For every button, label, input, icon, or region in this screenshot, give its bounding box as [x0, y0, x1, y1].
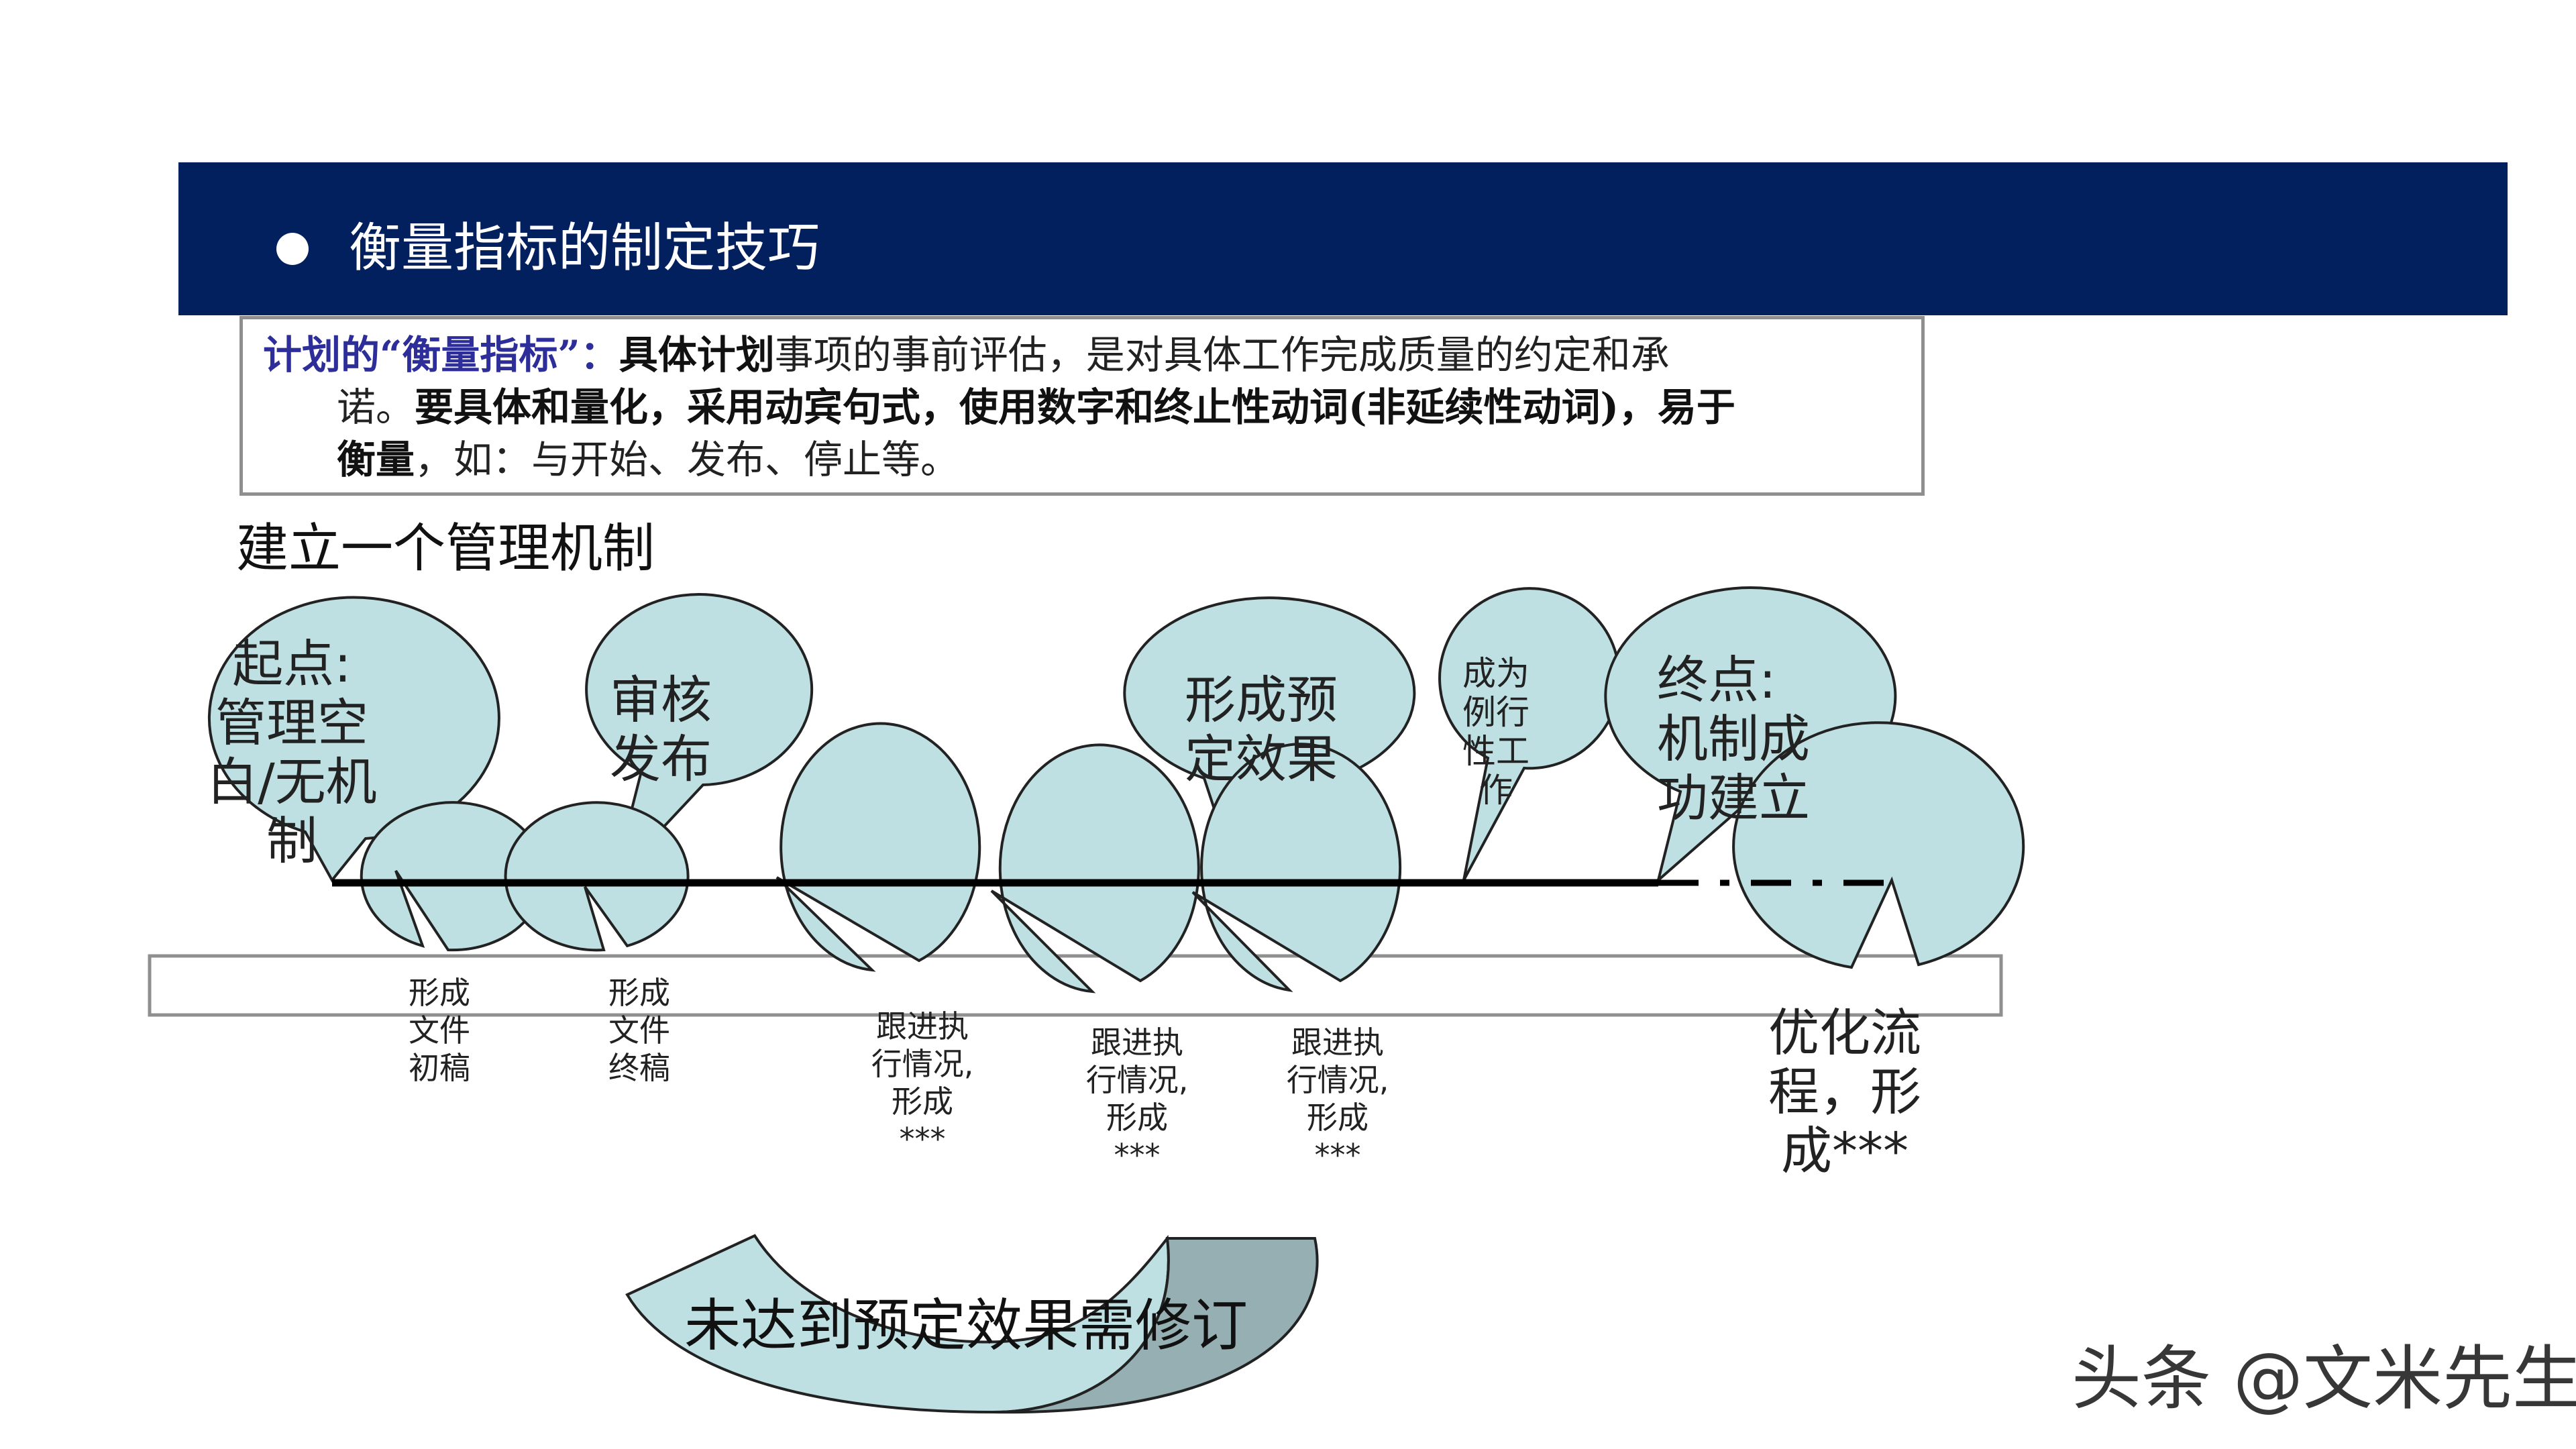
bubble-track-3 — [1191, 743, 1402, 992]
bubble-effect — [1123, 596, 1416, 884]
phase-band — [148, 954, 2003, 1017]
definition-line-2: 诺。要具体和量化，采用动宾句式，使用数字和终止性动词(非延续性动词)，易于 — [337, 381, 1735, 433]
definition-bold-2: 要具体和量化，采用动宾句式，使用数字和终止性动词(非延续性动词)，易于 — [415, 384, 1735, 430]
bubble-final — [504, 801, 690, 952]
definition-box: 计划的“衡量指标”：具体计划事项的事前评估，是对具体工作完成质量的约定和承 诺。… — [239, 316, 1925, 496]
bubble-optimize — [1732, 721, 2025, 969]
bubble-routine — [1438, 587, 1621, 881]
bubble-track-2 — [990, 743, 1200, 994]
section-subtitle: 建立一个管理机制 — [236, 519, 655, 579]
definition-text-2: 诺。 — [337, 384, 415, 430]
header-banner — [178, 162, 2508, 315]
label-optimize: 优化流 程，形 成*** — [1768, 1003, 1921, 1181]
bubble-track-1 — [775, 722, 981, 972]
watermark: 头条 @文米先生 — [2072, 1338, 2576, 1419]
definition-text-3: ，如：与开始、发布、停止等。 — [415, 437, 960, 482]
bubble-review — [585, 593, 814, 881]
label-track-1: 跟进执 行情况, 形成 *** — [871, 1008, 974, 1157]
label-final: 形成 文件 终稿 — [608, 975, 670, 1086]
label-effect: 形成预 定效果 — [1185, 670, 1338, 789]
bubble-draft — [360, 801, 545, 952]
label-end: 终点: 机制成 功建立 — [1657, 650, 1810, 828]
label-routine: 成为 例行 性工 作 — [1462, 654, 1529, 810]
label-track-2: 跟进执 行情况, 形成 *** — [1085, 1024, 1189, 1173]
definition-line-1: 计划的“衡量指标”：具体计划事项的事前评估，是对具体工作完成质量的约定和承 — [263, 329, 1670, 381]
label-draft: 形成 文件 初稿 — [409, 975, 470, 1086]
feedback-label: 未达到预定效果需修订 — [684, 1293, 1248, 1358]
label-track-3: 跟进执 行情况, 形成 *** — [1286, 1024, 1389, 1173]
bullet-icon — [276, 233, 309, 265]
feedback-arrow-tail — [992, 1237, 1319, 1414]
label-review: 审核 发布 — [610, 670, 712, 789]
label-start: 起点: 管理空 白/无机 制 — [207, 634, 377, 871]
definition-text-1: 事项的事前评估，是对具体工作完成质量的约定和承 — [774, 332, 1670, 378]
definition-label: 计划的“衡量指标”： — [263, 332, 619, 378]
definition-line-3: 衡量，如：与开始、发布、停止等。 — [337, 433, 959, 486]
definition-bold-3: 衡量 — [337, 437, 415, 482]
page-title: 衡量指标的制定技巧 — [349, 218, 820, 278]
definition-bold-1: 具体计划 — [619, 332, 775, 378]
